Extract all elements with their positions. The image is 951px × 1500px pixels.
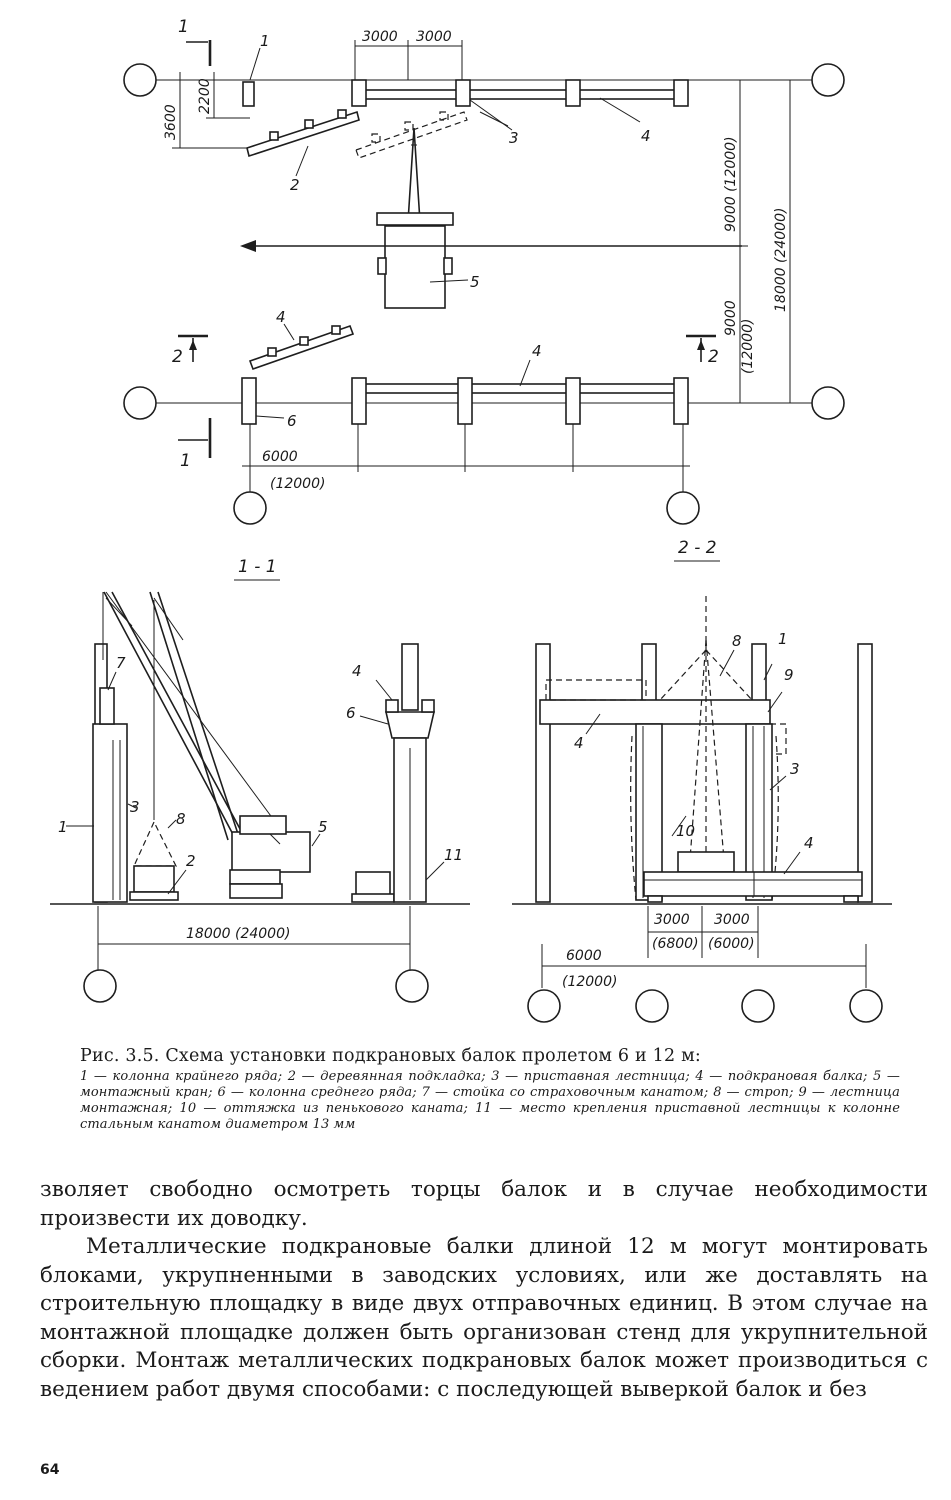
mounting-crane xyxy=(376,127,454,309)
s2-callout-10: 10 xyxy=(676,822,695,840)
axis-marker xyxy=(811,63,845,97)
s2-callout-9: 9 xyxy=(784,666,794,684)
axis-marker xyxy=(741,989,775,1023)
paragraph: зволяет свободно осмотреть торцы балок и… xyxy=(40,1177,928,1231)
section-mark-1-top: 1 xyxy=(178,17,189,37)
s2-callout-4b: 4 xyxy=(804,834,814,852)
s2-callout-3: 3 xyxy=(790,760,800,778)
s1-callout-4: 4 xyxy=(352,662,362,680)
figure-drawing: 3000 3000 3600 2200 1 1 2 3 xyxy=(50,17,892,1023)
dim-9000-12000: 9000 (12000) xyxy=(723,136,739,232)
s1-callout-2: 2 xyxy=(186,852,196,870)
s2-dim-12000: (12000) xyxy=(562,974,617,990)
callout-4-top: 4 xyxy=(641,127,651,145)
section-mark-2-right: 2 xyxy=(708,347,719,367)
callout-6: 6 xyxy=(287,412,297,430)
axis-marker xyxy=(811,386,845,420)
axis-marker xyxy=(233,491,267,525)
callout-5: 5 xyxy=(470,273,480,291)
body-text: зволяет свободно осмотреть торцы балок и… xyxy=(40,1176,928,1404)
column xyxy=(242,79,689,107)
section-title-1-1: 1 - 1 xyxy=(238,557,277,577)
callout-2: 2 xyxy=(290,176,300,194)
axis-marker xyxy=(123,386,157,420)
axis-marker xyxy=(395,969,429,1003)
dim-18000-24000: 18000 (24000) xyxy=(773,208,789,312)
dim-12000-lower: (12000) xyxy=(740,319,756,374)
dim-6000: 6000 xyxy=(262,449,298,465)
callout-3: 3 xyxy=(509,129,519,147)
column xyxy=(241,377,689,425)
callout-4-upper-left: 4 xyxy=(276,308,286,326)
s2-callout-8: 8 xyxy=(732,632,742,650)
wooden-pad-dashed xyxy=(355,111,468,159)
dim-3000-a: 3000 xyxy=(362,29,398,45)
section-1-1-view: 1 7 3 5 8 2 xyxy=(50,591,470,1003)
dim-2200: 2200 xyxy=(197,78,213,114)
section-mark-1-bottom: 1 xyxy=(180,451,191,471)
s2-dim-6000-b: (6000) xyxy=(708,936,755,952)
caption-legend: 1 — колонна крайнего ряда; 2 — деревянна… xyxy=(80,1069,900,1132)
dim-3600: 3600 xyxy=(163,104,179,140)
callout-1: 1 xyxy=(260,32,270,50)
s2-dim-6800: (6800) xyxy=(652,936,699,952)
section-2-2-view: 4 8 1 9 3 10 4 xyxy=(512,596,892,1023)
crane-beam xyxy=(248,324,355,371)
wooden-pad xyxy=(246,109,360,158)
s2-callout-1: 1 xyxy=(778,630,788,648)
s1-callout-6: 6 xyxy=(346,704,356,722)
axis-marker xyxy=(849,989,883,1023)
axis-marker xyxy=(527,989,561,1023)
dim-3000-b: 3000 xyxy=(416,29,452,45)
s1-callout-5: 5 xyxy=(318,818,328,836)
axis-marker xyxy=(635,989,669,1023)
s2-dim-3000-a: 3000 xyxy=(654,912,690,928)
s2-callout-4a: 4 xyxy=(574,734,584,752)
s2-dim-6000: 6000 xyxy=(566,948,602,964)
axis-marker xyxy=(83,969,117,1003)
section-mark-2-left: 2 xyxy=(172,347,183,367)
s1-callout-3: 3 xyxy=(130,798,140,816)
dim-9000-lower: 9000 xyxy=(723,300,739,336)
s2-dim-3000-b: 3000 xyxy=(714,912,750,928)
callout-4-lower: 4 xyxy=(532,342,542,360)
s1-callout-1: 1 xyxy=(58,818,68,836)
dim-12000: (12000) xyxy=(270,476,325,492)
mounting-crane xyxy=(102,591,311,899)
page-number: 64 xyxy=(40,1462,60,1478)
s1-callout-8: 8 xyxy=(176,810,186,828)
paragraph: Металлические подкрановые балки длиной 1… xyxy=(40,1234,928,1402)
caption-title: Рис. 3.5. Схема установки подкрановых ба… xyxy=(80,1046,701,1066)
axis-marker xyxy=(666,491,700,525)
s1-callout-7: 7 xyxy=(116,654,126,672)
plan-view: 3000 3000 3600 2200 1 1 2 3 xyxy=(123,17,845,525)
s1-dim-18000: 18000 (24000) xyxy=(186,926,290,942)
s1-callout-11: 11 xyxy=(444,846,463,864)
section-title-2-2: 2 - 2 xyxy=(678,538,717,558)
figure-caption: Рис. 3.5. Схема установки подкрановых ба… xyxy=(80,1046,900,1133)
axis-marker xyxy=(123,63,157,97)
